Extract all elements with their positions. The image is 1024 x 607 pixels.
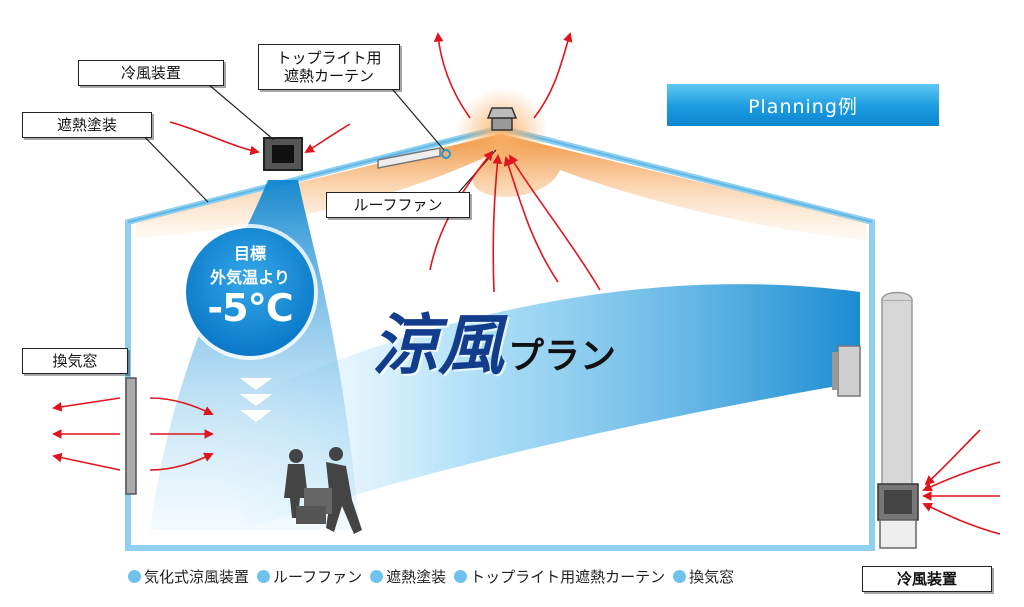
- legend-item: 換気窓: [673, 566, 734, 587]
- airflow-arrows: [52, 32, 1001, 535]
- legend-label: ルーフファン: [273, 568, 363, 586]
- legend-label: 気化式涼風装置: [144, 568, 250, 586]
- legend-dot-icon: [454, 570, 468, 583]
- callout-side-cooler: 冷風装置: [862, 566, 992, 592]
- callout-skylight-curtain-line2: 遮熱カーテン: [283, 67, 374, 85]
- callout-heat-shield-coating: 遮熱塗装: [22, 112, 152, 138]
- legend-dot-icon: [128, 570, 141, 583]
- down-chevrons: [240, 378, 272, 422]
- side-cooler-unit: [832, 291, 919, 549]
- target-label: 目標: [233, 244, 266, 263]
- legend-label: 換気窓: [689, 568, 735, 586]
- roof-heat-zone: [136, 134, 866, 240]
- workers-silhouette: [284, 447, 362, 534]
- legend-dot-icon: [257, 570, 271, 583]
- legend-item: 気化式涼風装置: [128, 566, 249, 587]
- target-value: -5℃: [207, 286, 293, 330]
- skylight-curtain: [377, 147, 451, 169]
- plan-title: 涼風プラン: [372, 292, 616, 388]
- callout-skylight-curtain-line1: トップライト用: [276, 49, 382, 67]
- legend: 気化式涼風装置 ルーフファン 遮熱塗装 トップライト用遮熱カーテン 換気窓: [128, 566, 734, 587]
- legend-dot-icon: [673, 570, 687, 583]
- legend-item: ルーフファン: [257, 566, 362, 587]
- vent-window: [125, 377, 137, 495]
- roof-fan: [486, 107, 518, 131]
- legend-label: トップライト用遮熱カーテン: [470, 568, 666, 586]
- plan-title-sub: プラン: [508, 336, 617, 377]
- target-description: 外気温より: [210, 268, 290, 287]
- roof-cooler-unit: [263, 137, 303, 171]
- callout-roof-fan: ルーフファン: [326, 192, 470, 218]
- roof-fan-glow: [456, 88, 548, 176]
- legend-dot-icon: [370, 570, 384, 583]
- callout-skylight-curtain: トップライト用 遮熱カーテン: [258, 44, 400, 90]
- legend-item: トップライト用遮熱カーテン: [454, 566, 665, 587]
- plan-title-main: 涼風: [372, 306, 504, 384]
- planning-banner: Planning例: [667, 84, 939, 126]
- callout-vent-window: 換気窓: [22, 348, 128, 374]
- target-temperature-badge: 目標 外気温より -5℃: [186, 228, 314, 356]
- legend-item: 遮熱塗装: [370, 566, 446, 587]
- callout-roof-cooler: 冷風装置: [78, 60, 224, 86]
- cool-air-stream: [200, 284, 860, 528]
- legend-label: 遮熱塗装: [386, 568, 447, 586]
